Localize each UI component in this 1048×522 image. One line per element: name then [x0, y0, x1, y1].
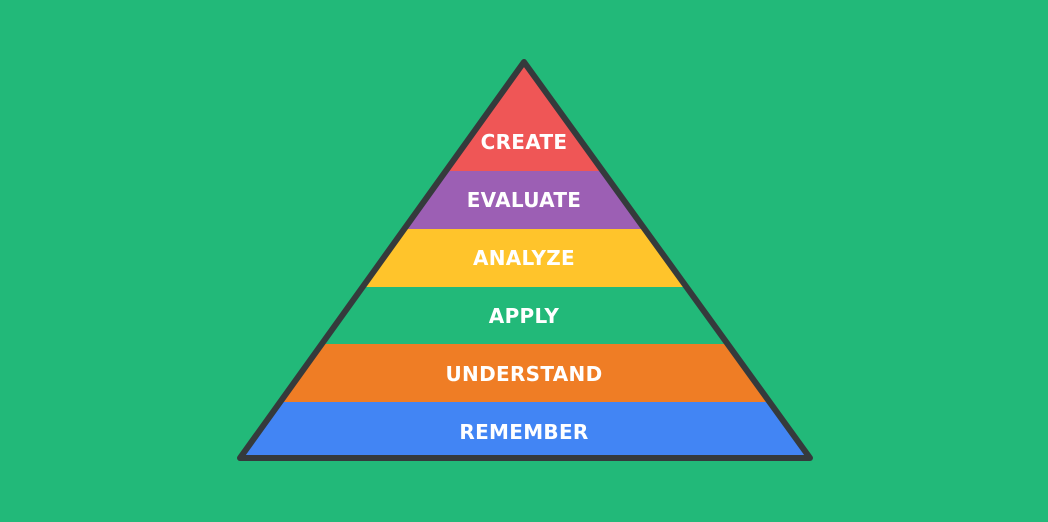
level-remember: REMEMBER [459, 420, 589, 444]
level-create: CREATE [480, 130, 568, 154]
level-understand: UNDERSTAND [445, 362, 603, 386]
level-evaluate: EVALUATE [466, 188, 582, 212]
level-analyze: ANALYZE [472, 246, 576, 270]
level-apply: APPLY [488, 304, 560, 328]
